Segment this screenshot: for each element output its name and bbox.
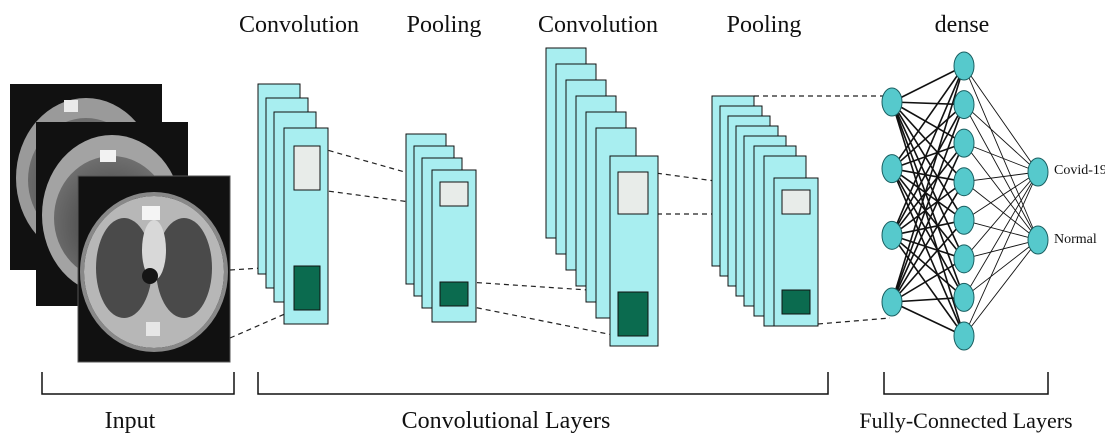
hidden-node bbox=[953, 51, 975, 81]
dense-edge bbox=[891, 168, 965, 337]
dense-edge bbox=[963, 171, 1039, 183]
pool1-title: Pooling bbox=[407, 12, 482, 38]
dense-edge bbox=[891, 234, 965, 337]
dense-edge bbox=[891, 258, 965, 303]
dense-edge bbox=[891, 168, 965, 298]
dense-edge bbox=[891, 301, 965, 337]
conv2-filter-light bbox=[617, 171, 649, 215]
dense-edge bbox=[891, 168, 965, 221]
input-node bbox=[881, 220, 903, 250]
dense-edge bbox=[891, 234, 965, 299]
dense-edge bbox=[891, 101, 965, 298]
pool2-feature-maps bbox=[711, 95, 819, 327]
output-node bbox=[1027, 225, 1049, 255]
input-node bbox=[881, 87, 903, 117]
pool2-title: Pooling bbox=[727, 12, 802, 38]
hidden-node bbox=[953, 282, 975, 312]
output-node bbox=[1027, 157, 1049, 187]
dense-edge bbox=[891, 234, 965, 260]
dense-edge bbox=[963, 181, 1039, 241]
pool2-filter-dark bbox=[781, 289, 811, 315]
pool2-filter-light bbox=[781, 189, 811, 215]
dense-edge bbox=[963, 142, 1039, 173]
input-caption: Input bbox=[105, 408, 156, 434]
hidden-node bbox=[953, 90, 975, 120]
dense-edge bbox=[891, 219, 965, 237]
dense-edge bbox=[891, 219, 965, 303]
dense-nodes bbox=[881, 51, 1049, 351]
dense-edge bbox=[891, 101, 965, 337]
dense-edge bbox=[963, 171, 1039, 221]
dense-edge bbox=[963, 65, 1039, 173]
conv1-filter-dark bbox=[293, 265, 321, 311]
dense-edge bbox=[891, 142, 965, 170]
dense-edge bbox=[963, 239, 1039, 337]
conv2-filter-dark bbox=[617, 291, 649, 337]
output-label-covid: Covid-19 bbox=[1054, 163, 1105, 178]
conv2-title: Convolution bbox=[538, 12, 658, 38]
dense-edge bbox=[963, 171, 1039, 337]
dense-edge bbox=[891, 167, 965, 183]
dense-edge bbox=[891, 65, 965, 236]
dense-edge bbox=[891, 168, 965, 260]
bracket-fc-layers bbox=[883, 372, 1049, 395]
hidden-node bbox=[953, 128, 975, 158]
dense-edge bbox=[891, 142, 965, 236]
fc-layers-caption: Fully-Connected Layers bbox=[859, 408, 1072, 433]
dense-edge bbox=[963, 104, 1039, 173]
hidden-node bbox=[953, 167, 975, 197]
dense-edge bbox=[891, 104, 965, 236]
ct-slice-front bbox=[77, 175, 231, 363]
dense-edge bbox=[963, 239, 1039, 298]
dense-edge bbox=[963, 171, 1039, 260]
dense-edge bbox=[963, 239, 1039, 260]
conv-layers-caption: Convolutional Layers bbox=[402, 408, 611, 434]
hidden-node bbox=[953, 321, 975, 351]
bracket-input bbox=[41, 372, 235, 395]
dense-edge bbox=[891, 65, 965, 103]
dense-edge bbox=[891, 65, 965, 170]
input-node bbox=[881, 154, 903, 184]
dense-edge bbox=[891, 296, 965, 303]
dense-title: dense bbox=[935, 12, 990, 38]
pool1-filter-dark bbox=[439, 281, 469, 307]
bracket-conv-layers bbox=[257, 372, 829, 395]
dense-edge bbox=[891, 142, 965, 303]
dense-edge bbox=[891, 65, 965, 303]
input-ct-stack bbox=[10, 84, 231, 363]
dense-edge bbox=[891, 103, 965, 170]
dense-edge bbox=[963, 104, 1039, 241]
conv1-title: Convolution bbox=[239, 12, 359, 38]
input-node bbox=[881, 287, 903, 317]
dense-edge bbox=[963, 219, 1039, 241]
dense-edge bbox=[891, 104, 965, 303]
dense-edge bbox=[963, 171, 1039, 298]
dense-edge bbox=[963, 65, 1039, 241]
pool1-filter-light bbox=[439, 181, 469, 207]
dense-edge bbox=[891, 181, 965, 236]
hidden-node bbox=[953, 244, 975, 274]
dense-edge bbox=[891, 181, 965, 303]
conv1-filter-light bbox=[293, 145, 321, 191]
hidden-node bbox=[953, 205, 975, 235]
dense-edge bbox=[963, 142, 1039, 241]
output-label-normal: Normal bbox=[1054, 232, 1097, 247]
dense-connections bbox=[891, 65, 1039, 337]
